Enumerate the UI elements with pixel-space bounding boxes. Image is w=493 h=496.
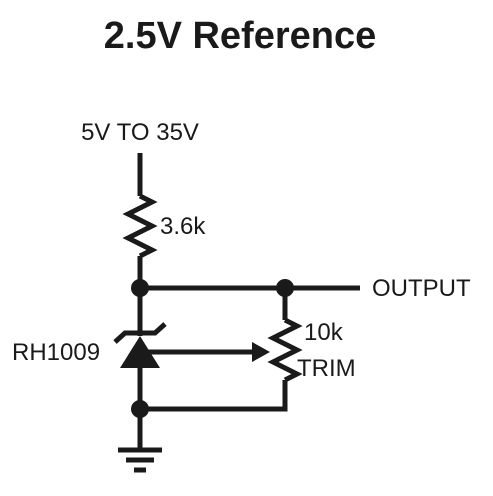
trim-bottom-wire [140, 380, 288, 412]
series-resistor [122, 193, 158, 259]
diagram-title: 2.5V Reference [104, 15, 377, 57]
series-resistor-label: 3.6k [160, 213, 206, 240]
reference-part-label: RH1009 [12, 339, 100, 366]
junction-dot-bottom [131, 400, 149, 418]
supply-voltage-label: 5V TO 35V [81, 119, 199, 146]
ground-icon [118, 447, 162, 473]
trim-value-label: 10k [304, 319, 344, 346]
trim-potentiometer [267, 317, 303, 383]
adjust-arrow-head [252, 342, 270, 362]
diode-cathode-bar [113, 322, 167, 344]
output-label: OUTPUT [372, 275, 471, 302]
trim-name-label: TRIM [297, 355, 356, 382]
